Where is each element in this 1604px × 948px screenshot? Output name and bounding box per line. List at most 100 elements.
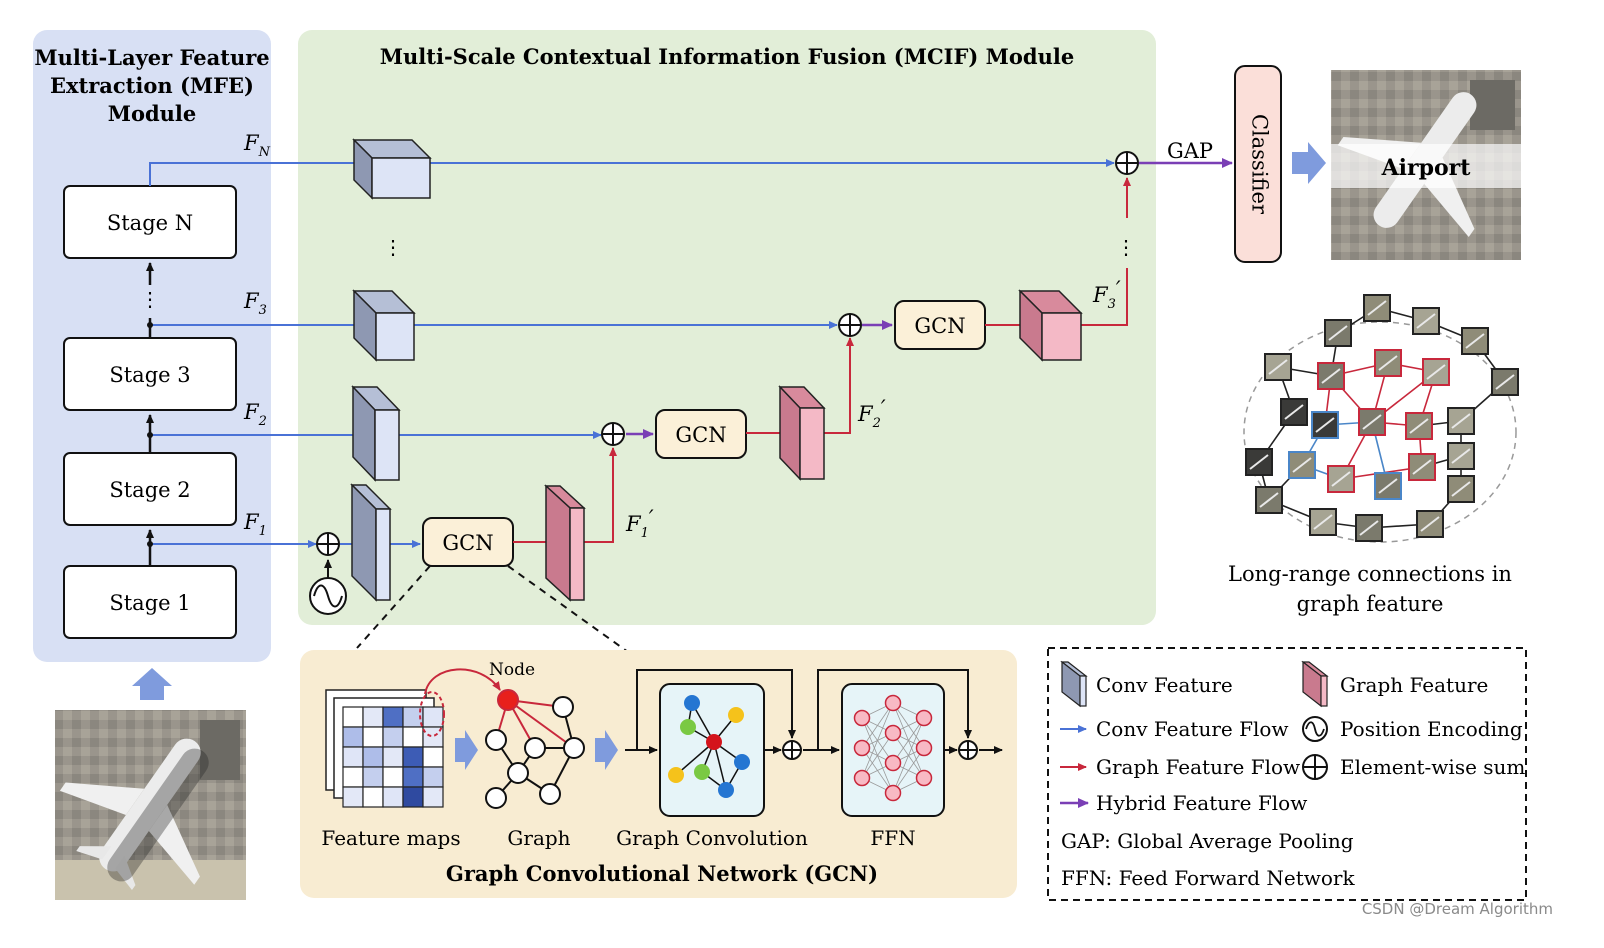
conv-cube-f2 [351,385,401,482]
stage-1-label: Stage 1 [109,591,190,615]
gcn-box-2-label: GCN [675,423,726,447]
legend-graph-flow: Graph Feature Flow [1096,755,1300,779]
mcif-background [298,30,1156,625]
gap-label: GAP [1167,139,1213,163]
label-f1-prime: F1′ [625,506,654,541]
classifier-label: Classifier [1248,114,1272,215]
graph-cube-1 [544,484,586,602]
graph-convolution-block [659,683,765,817]
sum-node-2 [601,422,625,446]
gcn-box-3-label: GCN [914,314,965,338]
feature-map-cell [362,766,384,788]
sum-node-3 [838,313,862,337]
legend-element-sum: Element-wise sum [1340,755,1525,779]
legend-conv-feature-icon [1060,660,1088,708]
ffn-neuron [915,709,933,727]
label-fn: FN [243,131,271,160]
feature-map-cell [342,706,364,728]
ffn-block [841,683,945,817]
graph-feature-cubes [544,289,1083,602]
legend: Conv Feature Graph Feature Conv Feature … [1047,647,1527,901]
input-airport-image [55,710,246,900]
mfe-title-line3: Module [108,101,197,126]
legend-ffn-definition: FFN: Feed Forward Network [1061,866,1355,890]
stage-3-label: Stage 3 [109,363,190,387]
mcif-dots-left: ⋮ [383,235,403,259]
legend-position-encoding: Position Encoding [1340,717,1523,741]
conv-cube-f1 [350,483,392,602]
output-block-arrow [1292,142,1326,184]
mfe-title-line1: Multi-Layer Feature [34,45,269,70]
feature-map-cell [422,766,444,788]
legend-gap-definition: GAP: Global Average Pooling [1061,829,1354,853]
feature-map-cell [342,746,364,768]
graph-node-active [497,689,519,711]
legend-conv-flow: Conv Feature Flow [1096,717,1289,741]
ffn-neuron [853,769,871,787]
ffn-neuron [915,769,933,787]
ffn-neuron [915,739,933,757]
conv-cube-f3 [352,289,416,362]
hybrid-feature-flows [626,158,1233,439]
long-range-graph-illustration [1243,294,1519,543]
ffn-neuron [884,754,902,772]
conv-cube-fn [352,138,432,200]
mcif-dots-right: ⋮ [1116,235,1136,259]
feature-map-cell [402,766,424,788]
mfe-module: Multi-Layer Feature Extraction (MFE) Mod… [33,30,271,662]
feature-map-cell [382,746,404,768]
feature-map-cell [422,786,444,808]
conv-feature-cubes: ⋮ [350,138,432,602]
feature-map-cell [422,746,444,768]
maps-to-graph-arrow [455,730,478,770]
graph-caption-line1: Long-range connections in [1228,562,1512,586]
legend-graph-feature-icon [1301,660,1329,708]
gcn-detail-panel: Node [300,650,1017,898]
legend-border [1047,647,1527,901]
input-feature-labels: FN F3 F2 F1 [243,131,271,539]
stage-dots: ⋮ [140,287,160,311]
feature-map-cell [362,786,384,808]
ffn-neuron [853,739,871,757]
node-label: Node [489,660,535,680]
graph-to-conv-arrow [595,730,618,770]
ffn-caption: FFN [870,826,915,850]
gcn-detail-title: Graph Convolutional Network (GCN) [446,861,878,886]
f1-position-encoding [309,532,347,615]
legend-graph-feature: Graph Feature [1340,673,1488,697]
residual-sum-1 [782,740,802,760]
residual-sum-2 [958,740,978,760]
label-f3-prime: F3′ [1092,277,1121,312]
feature-maps-stack [325,689,444,808]
feature-map-cell [342,726,364,748]
label-f1: F1 [243,510,267,539]
flow-fn [149,159,1115,186]
sum-node-n [1115,151,1139,175]
graph-feature-flows: ⋮ [513,177,1136,543]
mcif-module: Multi-Scale Contextual Information Fusio… [298,30,1156,625]
graph-cube-2 [778,385,826,481]
ffn-neuron [884,694,902,712]
ffn-neuron [884,784,902,802]
label-f2-prime: F2′ [857,396,886,431]
stage-2-label: Stage 2 [109,478,190,502]
zoom-line-right [507,565,629,653]
feature-map-cell [362,726,384,748]
feature-map-cell [362,706,384,728]
result-label: Airport [1381,155,1472,181]
ffn-neuron [853,709,871,727]
legend-element-sum-icon [1302,754,1328,780]
graph-convolution-caption: Graph Convolution [616,826,808,850]
watermark: CSDN @Dream Algorithm [1362,900,1553,918]
mcif-gcn-blocks: GCN GCN GCN [422,300,986,567]
feature-map-cell [402,786,424,808]
feature-map-cell [422,706,444,728]
graph-cube-3 [1018,289,1083,362]
feature-map-cell [402,746,424,768]
label-f3: F3 [243,289,267,318]
legend-conv-feature: Conv Feature [1096,673,1233,697]
feature-map-cell [382,786,404,808]
feature-map-cell [382,766,404,788]
ffn-neuron [884,724,902,742]
gcn-box-1-label: GCN [442,531,493,555]
